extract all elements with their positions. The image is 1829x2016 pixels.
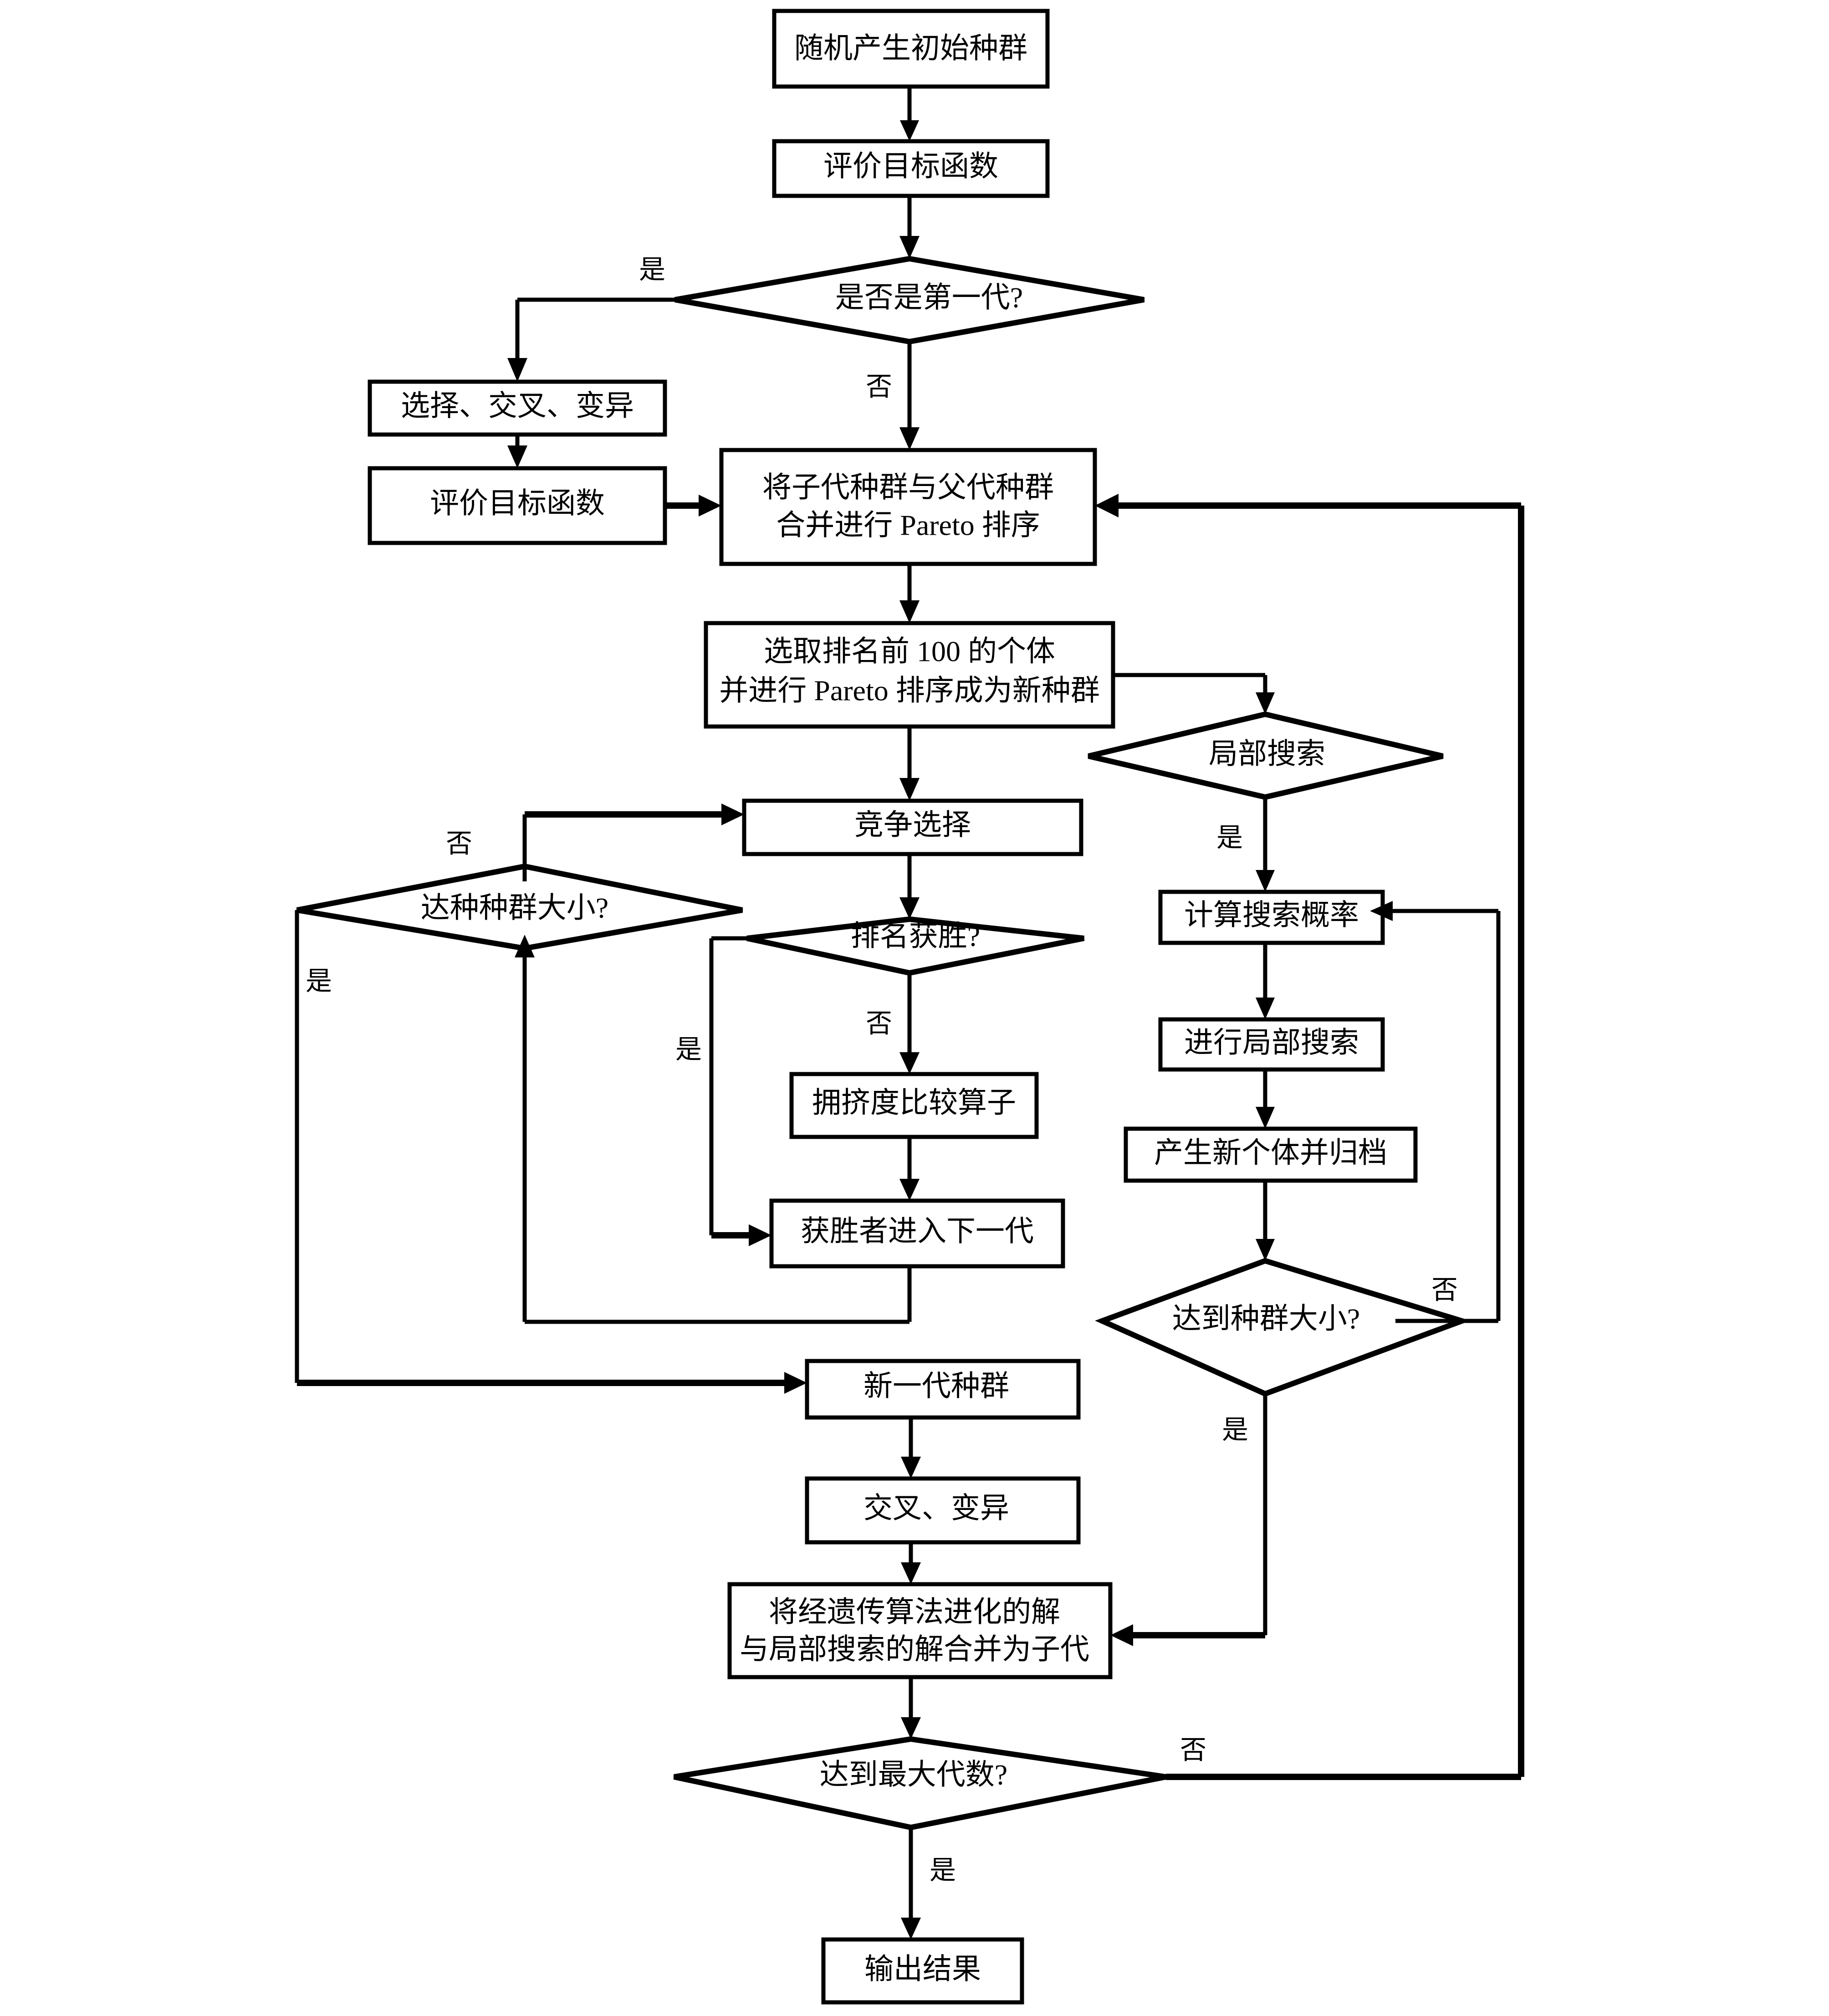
node-crowding-distance: 拥挤度比较算子 bbox=[789, 1072, 1039, 1139]
node-rank-win-label: 排名获胜? bbox=[851, 920, 980, 952]
edge-label-local-search-yes: 是 bbox=[1216, 823, 1243, 852]
edge-labels: 是 否 是 否 是 是 否 否 是 否 是 bbox=[306, 255, 1458, 1885]
node-do-local-search-label: 进行局部搜索 bbox=[1184, 1027, 1359, 1059]
node-reach-pop-size-right-label: 达到种群大小? bbox=[1172, 1303, 1360, 1335]
node-cross-mutate-label: 交叉、变异 bbox=[863, 1492, 1009, 1525]
edge-newgen-to-crossmutate bbox=[901, 1417, 921, 1479]
edge-popsize-right-no bbox=[1370, 901, 1501, 1323]
edge-label-pop-size-right-no: 否 bbox=[1431, 1275, 1458, 1305]
edge-label-max-gen-no: 否 bbox=[1180, 1735, 1206, 1765]
edge-selectcross-to-eval2 bbox=[507, 433, 527, 468]
edge-localsearch-yes bbox=[1256, 797, 1275, 892]
edge-label-pop-size-left-no: 否 bbox=[446, 829, 472, 858]
node-evaluate-objective-2-label: 评价目标函数 bbox=[430, 487, 605, 520]
connectors bbox=[295, 87, 1524, 1939]
edge-rankwin-no bbox=[899, 972, 920, 1074]
node-new-individual-archive-label: 产生新个体并归档 bbox=[1154, 1137, 1387, 1169]
node-select-top-100: 选取排名前 100 的个体 并进行 Pareto 排序成为新种群 bbox=[704, 621, 1115, 729]
edge-init-to-eval1 bbox=[900, 87, 919, 141]
node-cross-mutate: 交叉、变异 bbox=[805, 1476, 1081, 1545]
edge-crossmutate-to-mergeoffspring bbox=[901, 1542, 921, 1584]
node-evaluate-objective-1-label: 评价目标函数 bbox=[823, 150, 998, 183]
node-rank-win: 排名获胜? bbox=[746, 916, 1085, 976]
node-merge-offspring-line1: 将经遗传算法进化的解 bbox=[769, 1596, 1060, 1628]
edge-top100-to-tournament bbox=[899, 727, 920, 801]
edge-eval1-to-firstgen bbox=[899, 196, 920, 259]
edge-firstgen-no bbox=[899, 342, 920, 450]
node-winner-next-gen: 获胜者进入下一代 bbox=[769, 1198, 1065, 1269]
node-merge-pareto-sort-line2: 合并进行 Pareto 排序 bbox=[776, 509, 1040, 542]
node-merge-offspring: 将经遗传算法进化的解 与局部搜索的解合并为子代 bbox=[727, 1582, 1113, 1679]
edge-label-rank-win-no: 否 bbox=[866, 1008, 892, 1038]
node-select-cross-mutate: 选择、交叉、变异 bbox=[368, 379, 667, 437]
node-new-generation: 新一代种群 bbox=[805, 1359, 1081, 1420]
node-is-first-generation-label: 是否是第一代? bbox=[835, 281, 1023, 314]
node-select-cross-mutate-label: 选择、交叉、变异 bbox=[401, 390, 634, 422]
node-local-search-decision: 局部搜索 bbox=[1088, 711, 1444, 800]
node-is-first-generation: 是否是第一代? bbox=[674, 256, 1145, 345]
node-evaluate-objective-1: 评价目标函数 bbox=[772, 139, 1050, 198]
edge-rankwin-yes bbox=[709, 936, 771, 1246]
edge-archive-to-popsize-right bbox=[1256, 1181, 1275, 1261]
node-new-generation-label: 新一代种群 bbox=[863, 1370, 1009, 1402]
node-do-local-search: 进行局部搜索 bbox=[1158, 1017, 1385, 1072]
node-select-top-100-line2: 并进行 Pareto 排序成为新种群 bbox=[719, 675, 1100, 707]
edge-tournament-to-rankwin bbox=[899, 854, 920, 919]
edge-label-rank-win-yes: 是 bbox=[675, 1034, 702, 1064]
node-init-population: 随机产生初始种群 bbox=[772, 9, 1050, 89]
edge-label-first-gen-no: 否 bbox=[866, 372, 892, 401]
node-winner-next-gen-label: 获胜者进入下一代 bbox=[801, 1215, 1034, 1248]
edge-mergeoffspring-to-maxgen bbox=[901, 1677, 921, 1739]
edge-crowding-to-winner bbox=[899, 1137, 920, 1201]
node-tournament-selection-label: 竞争选择 bbox=[854, 809, 971, 841]
edge-popsize-left-no bbox=[522, 803, 744, 881]
node-merge-pareto-sort: 将子代种群与父代种群 合并进行 Pareto 排序 bbox=[719, 448, 1097, 566]
edge-maxgen-yes bbox=[901, 1827, 921, 1939]
node-reach-pop-size-left: 达种种群大小? bbox=[296, 863, 743, 952]
edge-firstgen-yes bbox=[507, 297, 679, 382]
edge-merge-to-top100 bbox=[899, 564, 920, 623]
edge-maxgen-no bbox=[1095, 494, 1524, 1780]
edge-label-first-gen-yes: 是 bbox=[639, 255, 665, 284]
edge-popsize-right-yes bbox=[1110, 1394, 1267, 1646]
node-crowding-distance-label: 拥挤度比较算子 bbox=[812, 1087, 1016, 1119]
node-merge-offspring-line2: 与局部搜索的解合并为子代 bbox=[740, 1633, 1089, 1666]
node-compute-search-prob: 计算搜索概率 bbox=[1158, 890, 1385, 945]
node-reach-pop-size-right: 达到种群大小? bbox=[1095, 1258, 1471, 1397]
node-local-search-decision-label: 局部搜索 bbox=[1209, 738, 1325, 770]
edge-label-max-gen-yes: 是 bbox=[930, 1855, 956, 1885]
edge-label-pop-size-left-yes: 是 bbox=[306, 966, 332, 996]
edge-eval2-to-merge bbox=[664, 495, 721, 517]
node-new-individual-archive: 产生新个体并归档 bbox=[1124, 1126, 1418, 1183]
node-init-population-label: 随机产生初始种群 bbox=[794, 32, 1027, 65]
node-reach-max-gen-label: 达到最大代数? bbox=[820, 1759, 1007, 1791]
node-tournament-selection: 竞争选择 bbox=[742, 798, 1083, 856]
edge-searchprob-to-dosearch bbox=[1256, 943, 1275, 1019]
edge-popsize-left-yes bbox=[295, 910, 807, 1394]
edge-label-pop-size-right-yes: 是 bbox=[1222, 1415, 1248, 1444]
node-evaluate-objective-2: 评价目标函数 bbox=[368, 466, 667, 545]
node-reach-pop-size-left-label: 达种种群大小? bbox=[421, 892, 608, 924]
node-output-result: 输出结果 bbox=[821, 1937, 1024, 2005]
node-compute-search-prob-label: 计算搜索概率 bbox=[1184, 899, 1359, 931]
node-merge-pareto-sort-line1: 将子代种群与父代种群 bbox=[762, 471, 1054, 504]
node-output-result-label: 输出结果 bbox=[864, 1953, 981, 1985]
edge-dosearch-to-archive bbox=[1256, 1069, 1275, 1129]
node-reach-max-gen: 达到最大代数? bbox=[673, 1736, 1167, 1831]
edge-top100-to-localsearch bbox=[1113, 673, 1275, 714]
node-select-top-100-line1: 选取排名前 100 的个体 bbox=[764, 635, 1055, 668]
